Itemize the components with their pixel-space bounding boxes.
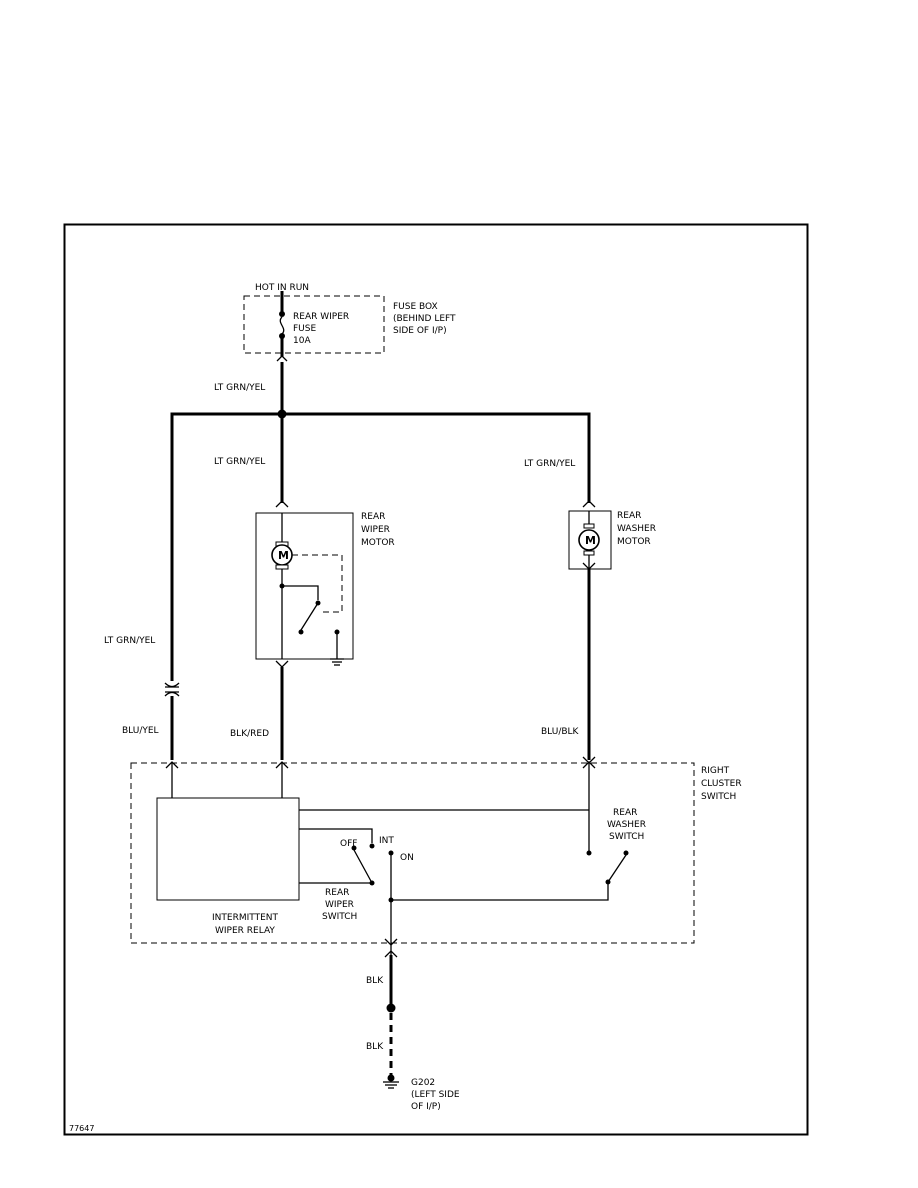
hot-in-run-label: HOT IN RUN [255,283,309,293]
wire-label-blk-red: BLK/RED [230,729,269,739]
wire-label-blk-2: BLK [366,1042,384,1052]
wire-label-center: LT GRN/YEL [214,457,265,467]
splice-dot [277,409,287,419]
rear-washer-motor [568,500,612,570]
rear-wiper-switch [351,843,394,955]
figure-id-label: 77647 [69,1124,94,1133]
inline-connector [164,682,180,760]
rear-wiper-motor-label: REAR WIPER MOTOR [361,512,395,548]
intermittent-wiper-relay [156,797,300,901]
switch-int-label: INT [379,836,394,846]
fuse-box-label: FUSE BOX (BEHIND LEFT SIDE OF I/P) [393,302,458,336]
wire-label-blu-blk: BLU/BLK [541,727,580,737]
rear-washer-motor-symbol: M [585,534,596,547]
wire-label-blk-1: BLK [366,976,384,986]
wire-lt-grn-yel-left [170,412,591,681]
rear-washer-motor-label: REAR WASHER MOTOR [617,511,659,547]
switch-off-label: OFF [340,839,357,849]
rear-wiper-motor-symbol: M [278,549,289,562]
diagram-frame [63,223,809,1136]
fuse-box [243,291,385,362]
wire-label-blu-yel: BLU/YEL [122,726,159,736]
ground-connector [384,938,398,958]
switch-connectors [165,756,596,853]
rear-wiper-switch-label: REAR WIPER SWITCH [322,888,357,922]
intermittent-wiper-relay-label: INTERMITTENT WIPER RELAY [212,913,281,936]
ground-splice-dot [386,1003,396,1013]
rear-wiper-motor [255,500,354,668]
switch-on-label: ON [400,853,414,863]
rear-washer-switch [388,850,629,903]
wire-label-top: LT GRN/YEL [214,383,265,393]
right-cluster-switch-label: RIGHT CLUSTER SWITCH [701,766,744,802]
right-cluster-switch-box [130,762,695,944]
ground-g202-label: G202 (LEFT SIDE OF I/P) [411,1078,462,1112]
rear-washer-switch-label: REAR WASHER SWITCH [607,808,649,842]
wire-label-right: LT GRN/YEL [524,459,575,469]
wire-label-left: LT GRN/YEL [104,636,155,646]
ground-g202 [383,1074,399,1089]
rear-wiper-fuse-label: REAR WIPER FUSE 10A [293,312,352,346]
